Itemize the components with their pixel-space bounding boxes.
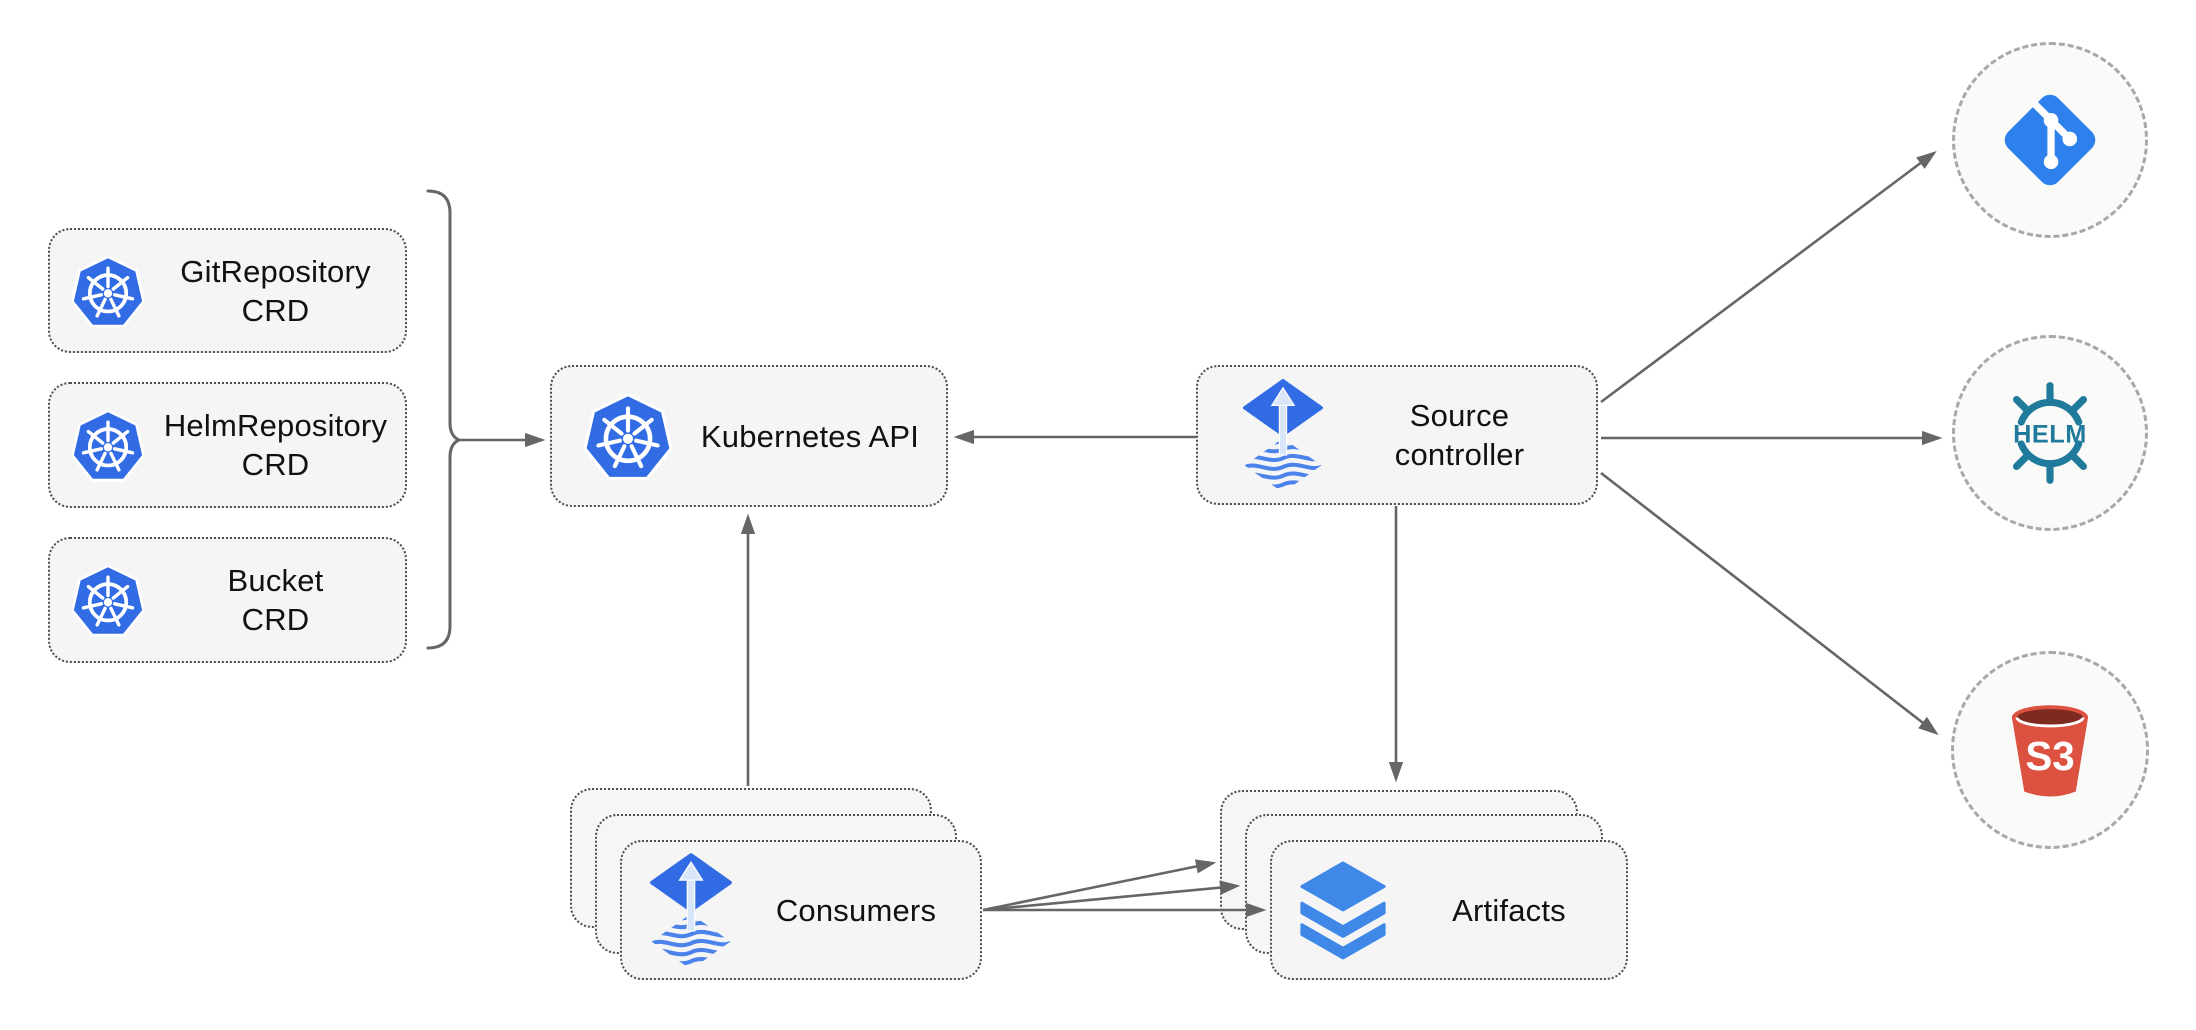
edge-source-controller-to-s3 xyxy=(1600,471,1939,736)
node-consumers: Consumers xyxy=(620,840,982,980)
node-label: Source controller xyxy=(1394,398,1525,472)
node-s3-remote: S3 xyxy=(1951,651,2149,849)
node-label: Consumers xyxy=(775,892,937,928)
node-gitrepository-crd: GitRepository CRD xyxy=(48,228,407,353)
node-artifacts: Artifacts xyxy=(1270,840,1628,980)
node-helm-remote: HELM xyxy=(1952,335,2148,531)
kubernetes-icon xyxy=(70,562,146,638)
flux-icon xyxy=(1243,379,1323,491)
helm-icon: HELM xyxy=(2012,382,2088,484)
node-label: Bucket CRD xyxy=(227,563,324,637)
edge-consumers-to-artifacts-2 xyxy=(982,880,1241,912)
s3-logo-text: S3 xyxy=(2025,733,2074,779)
node-kubernetes-api: Kubernetes API xyxy=(550,365,948,507)
node-helmrepository-crd: HelmRepository CRD xyxy=(48,382,407,508)
node-label: Artifacts xyxy=(1452,892,1566,928)
node-git-remote xyxy=(1952,42,2148,238)
node-bucket-crd: Bucket CRD xyxy=(48,537,407,663)
kubernetes-icon xyxy=(70,253,146,329)
node-label: Kubernetes API xyxy=(700,418,920,454)
helm-logo-text: HELM xyxy=(2013,420,2087,448)
s3-bucket-icon: S3 xyxy=(2011,705,2089,797)
edge-source-controller-to-git xyxy=(1600,150,1937,404)
edge-consumers-to-artifacts-1 xyxy=(982,859,1217,912)
flux-icon xyxy=(650,853,732,968)
kubernetes-icon xyxy=(70,407,146,483)
node-label: HelmRepository CRD xyxy=(163,408,388,482)
kubernetes-icon xyxy=(582,390,674,482)
crd-group-bracket xyxy=(426,189,463,650)
git-icon xyxy=(2004,94,2096,186)
layers-icon xyxy=(1294,859,1392,961)
node-source-controller: Source controller xyxy=(1196,365,1598,505)
node-label: GitRepository CRD xyxy=(180,253,371,328)
